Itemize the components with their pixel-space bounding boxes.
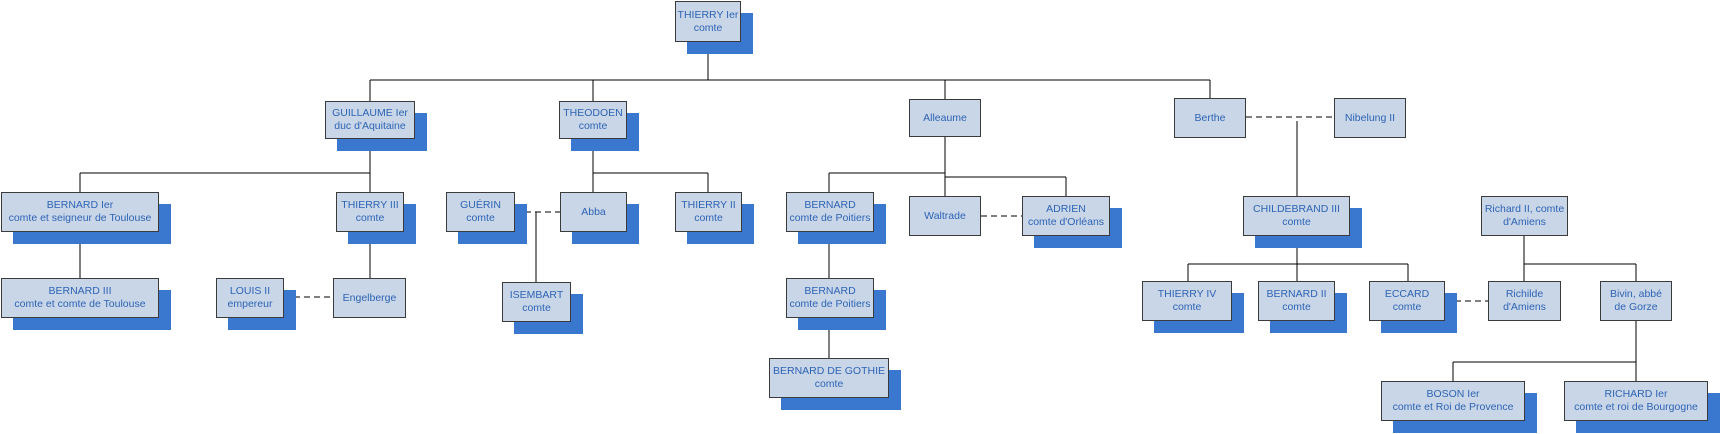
person-alleaume: Alleaume xyxy=(909,99,981,137)
person-berthe: Berthe xyxy=(1174,98,1246,138)
person-waltrade: Waltrade xyxy=(909,196,981,236)
person-engelberge: Engelberge xyxy=(333,278,406,318)
person-abba: Abba xyxy=(560,192,639,244)
person-nibelung-ii: Nibelung II xyxy=(1334,98,1406,138)
